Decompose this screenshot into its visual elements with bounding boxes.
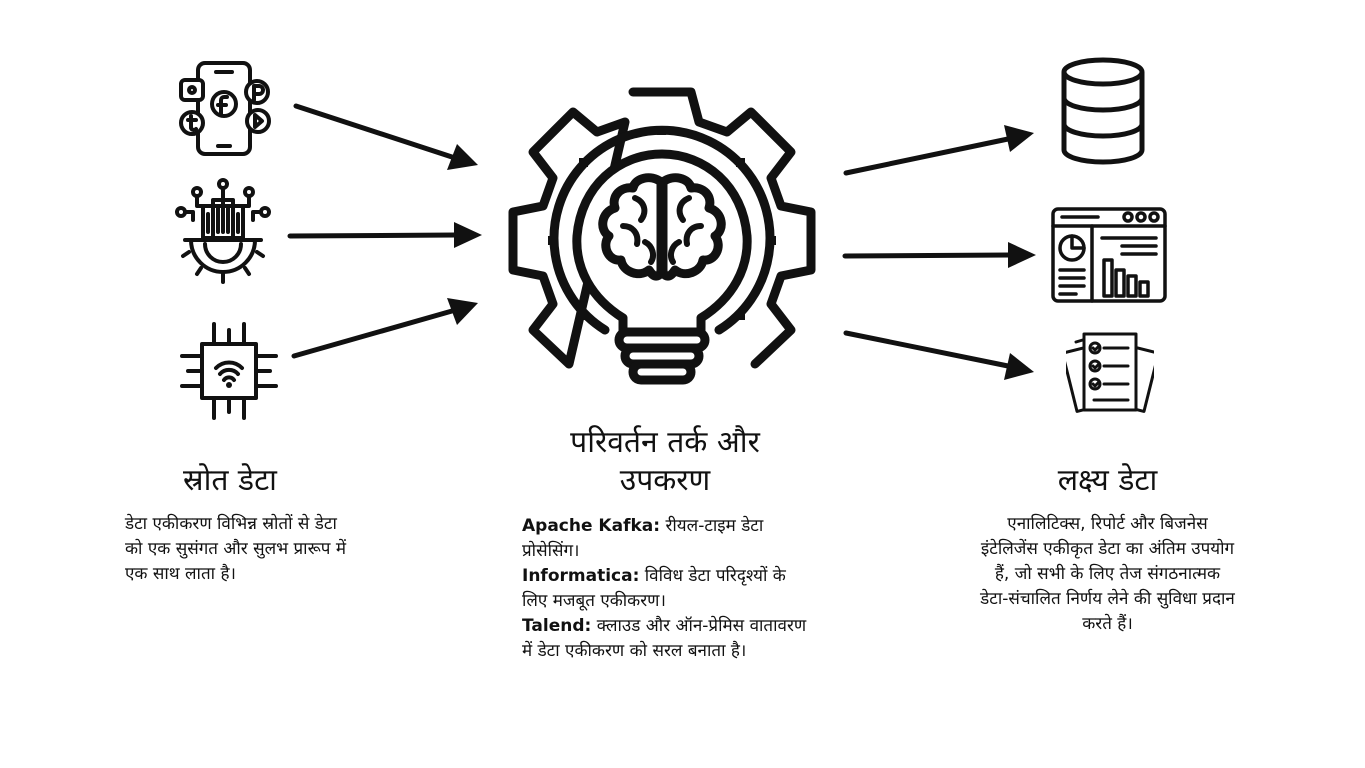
smart-city-icon xyxy=(175,178,271,284)
tool-item: Apache Kafka: रीयल-टाइम डेटा प्रोसेसिंग। xyxy=(522,514,812,564)
tool-name: Apache Kafka: xyxy=(522,516,661,536)
arrow-target-2 xyxy=(842,252,1013,259)
transform-title: परिवर्तन तर्क और उपकरण xyxy=(520,424,810,500)
target-description-text: एनालिटिक्स, रिपोर्ट और बिजनेस इंटेलिजेंस… xyxy=(980,514,1235,634)
tool-description: क्लाउड और ऑन-प्रेमिस वातावरण में डेटा एक… xyxy=(522,616,807,661)
target-description: एनालिटिक्स, रिपोर्ट और बिजनेस इंटेलिजेंस… xyxy=(980,512,1235,637)
checklist-icon xyxy=(1066,332,1154,413)
iot-chip-icon xyxy=(180,322,278,420)
arrow-source-1 xyxy=(293,103,455,160)
source-description: डेटा एकीकरण विभिन्न स्रोतों से डेटा को ए… xyxy=(125,512,350,587)
tool-description: रीयल-टाइम डेटा प्रोसेसिंग। xyxy=(522,516,764,561)
tool-description: विविध डेटा परिदृश्यों के लिए मजबूत एकीकर… xyxy=(522,566,786,611)
social-media-phone-icon xyxy=(179,61,271,156)
arrow-target-3 xyxy=(843,330,1011,369)
arrow-source-3 xyxy=(291,308,455,359)
source-description-text: डेटा एकीकरण विभिन्न स्रोतों से डेटा को ए… xyxy=(125,514,347,584)
target-title: लक्ष्य डेटा xyxy=(1057,463,1158,498)
source-title: स्रोत डेटा xyxy=(183,463,277,498)
tool-name: Informatica: xyxy=(522,566,640,586)
gear-lightbulb-brain-icon xyxy=(508,87,816,385)
tools-list: Apache Kafka: रीयल-टाइम डेटा प्रोसेसिंग।… xyxy=(522,514,812,664)
database-icon xyxy=(1061,57,1145,165)
dashboard-icon xyxy=(1051,207,1167,303)
tool-item: Informatica: विविध डेटा परिदृश्यों के लि… xyxy=(522,564,812,614)
transform-title-line1: परिवर्तन तर्क और xyxy=(570,425,760,460)
transform-title-line2: उपकरण xyxy=(619,463,711,498)
tool-name: Talend: xyxy=(522,616,592,636)
arrow-source-2 xyxy=(287,232,459,239)
arrow-target-1 xyxy=(843,136,1011,176)
tool-item: Talend: क्लाउड और ऑन-प्रेमिस वातावरण में… xyxy=(522,614,812,664)
